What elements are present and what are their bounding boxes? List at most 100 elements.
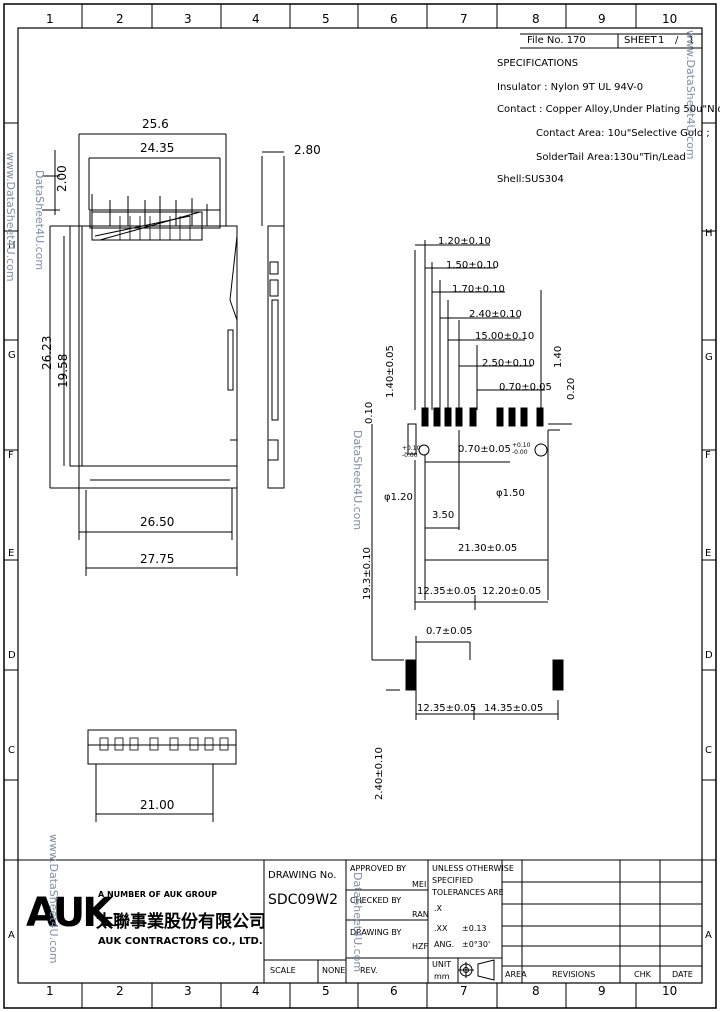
zone-row-a-left: A: [8, 930, 15, 941]
watermark-center: DataSheet4U.com: [351, 430, 364, 531]
zone-col-10-bottom: 10: [662, 984, 678, 998]
zone-col-9-bottom: 9: [598, 984, 606, 998]
spec-shell: Shell:SUS304: [497, 174, 564, 185]
tol-xx-value: ±0.13: [462, 924, 487, 933]
pitch-0-70-top: 0.70±0.05: [499, 382, 552, 393]
tol-xx: .XX: [434, 924, 448, 933]
unit-label: UNIT: [432, 960, 452, 969]
specs-title: SPECIFICATIONS: [497, 58, 579, 69]
zone-col-3-bottom: 3: [184, 984, 192, 998]
sheet-total: 1: [688, 35, 695, 46]
dim-2-00: 2.00: [55, 165, 69, 192]
file-number: File No. 170: [527, 35, 586, 46]
footprint-view: [371, 240, 572, 720]
zone-row-f-right: F: [705, 450, 711, 461]
sheet-number: 1: [658, 35, 665, 46]
tol-x: .X: [434, 904, 443, 913]
dim-2-40: 2.40±0.10: [374, 747, 385, 800]
dim-0-20: 0.20: [566, 377, 577, 400]
sheet-separator: /: [675, 35, 679, 46]
zone-col-5: 5: [322, 12, 330, 26]
dim-19-58: 19.58: [56, 353, 70, 388]
unit-value: mm: [434, 972, 450, 981]
pitch-1-50: 1.50±0.10: [446, 260, 499, 271]
dim-24-35: 24.35: [140, 141, 175, 155]
watermark-right: www.DataSheet4U.com: [684, 30, 697, 160]
rev-label: REV.: [360, 966, 378, 975]
watermark-bottom-center: DataSheet4U.com: [351, 872, 364, 973]
zone-col-6: 6: [390, 12, 398, 26]
pitch-2-40: 2.40±0.10: [469, 309, 522, 320]
zone-col-1-bottom: 1: [46, 984, 54, 998]
zone-row-d-right: D: [705, 650, 713, 661]
sheet-label: SHEET: [624, 35, 657, 46]
spec-contact: Contact : Copper Alloy,Under Plating 50u…: [497, 104, 720, 115]
dim-14-35: 14.35±0.05: [484, 703, 544, 714]
dim-25-6: 25.6: [142, 117, 169, 131]
chk-label: CHK: [634, 970, 651, 979]
inner-frame: [17, 27, 703, 984]
date-label: DATE: [672, 970, 693, 979]
watermark-left-top: www.DataSheet4U.com: [4, 152, 17, 282]
zone-row-h-right: H: [705, 228, 713, 239]
tol-ang: ANG.: [434, 940, 455, 949]
dim-19-3: 19.3±0.10: [362, 547, 373, 600]
dim-2-80: 2.80: [294, 143, 321, 157]
title-block: [18, 859, 702, 983]
zone-col-9: 9: [598, 12, 606, 26]
outer-frame: [3, 3, 717, 1009]
zone-row-e-right: E: [705, 548, 712, 559]
tol-ang-value: ±0°30': [462, 940, 491, 949]
zone-row-g-right: G: [705, 352, 713, 363]
zone-row-h-left: H: [8, 240, 16, 251]
zone-col-4-bottom: 4: [252, 984, 260, 998]
front-view: [87, 729, 237, 822]
zone-col-7: 7: [460, 12, 468, 26]
dim-26-23: 26.23: [40, 335, 54, 370]
pitch-15-00: 15.00±0.10: [475, 331, 535, 342]
company-name-en: AUK CONTRACTORS CO., LTD.: [98, 936, 263, 947]
top-view: [42, 133, 238, 576]
zone-row-c-right: C: [705, 745, 712, 756]
side-view: [261, 151, 285, 489]
zone-col-10: 10: [662, 12, 678, 26]
dim-3-50: 3.50: [432, 510, 455, 521]
drawn-label: DRAWING BY: [350, 928, 402, 937]
dim-1-40-b: 1.40: [553, 345, 564, 368]
dim-21-00: 21.00: [140, 798, 175, 812]
watermark-left-mid: DataSheet4U.com: [33, 170, 46, 271]
pitch-0-70-bottom: 0.70±0.05: [458, 444, 511, 455]
dim-27-75: 27.75: [140, 552, 175, 566]
auk-logo: AUK: [26, 890, 118, 936]
zone-col-2-bottom: 2: [116, 984, 124, 998]
dim-26-50: 26.50: [140, 515, 175, 529]
dim-12-35-a: 12.35±0.05: [417, 586, 477, 597]
watermark-bottom-left: www.DataSheet4U.com: [47, 834, 60, 964]
zone-col-8-bottom: 8: [532, 984, 540, 998]
dim-1-40-a: 1.40±0.05: [385, 345, 396, 398]
scale-label: SCALE: [270, 966, 296, 975]
svg-text:AUK: AUK: [26, 890, 115, 936]
zone-row-f-left: F: [8, 450, 14, 461]
checked-label: CHECKED BY: [350, 896, 402, 905]
zone-col-7-bottom: 7: [460, 984, 468, 998]
spec-insulator: Insulator : Nylon 9T UL 94V-0: [497, 82, 644, 93]
dim-0-7: 0.7±0.05: [426, 626, 473, 637]
group-line: A NUMBER OF AUK GROUP: [98, 890, 217, 899]
dim-21-30: 21.30±0.05: [458, 543, 518, 554]
checked-name: RAN: [412, 910, 429, 919]
drawing-no-label: DRAWING No.: [268, 870, 337, 881]
zone-row-c-left: C: [8, 745, 15, 756]
company-name-cn: 太聯事業股份有限公司: [96, 912, 266, 932]
drawing-no: SDC09W2: [268, 892, 339, 908]
spec-contact-area: Contact Area: 10u"Selective Gold ;: [536, 128, 710, 139]
zone-col-6-bottom: 6: [390, 984, 398, 998]
dim-0-10: 0.10: [364, 401, 375, 424]
tol-tolerances: TOLERANCES ARE: [432, 888, 504, 897]
pitch-1-70: 1.70±0.10: [452, 284, 505, 295]
zone-col-3: 3: [184, 12, 192, 26]
approved-name: MEI: [412, 880, 427, 889]
approved-label: APPROVED BY: [350, 864, 407, 873]
zone-col-4: 4: [252, 12, 260, 26]
zone-col-2: 2: [116, 12, 124, 26]
